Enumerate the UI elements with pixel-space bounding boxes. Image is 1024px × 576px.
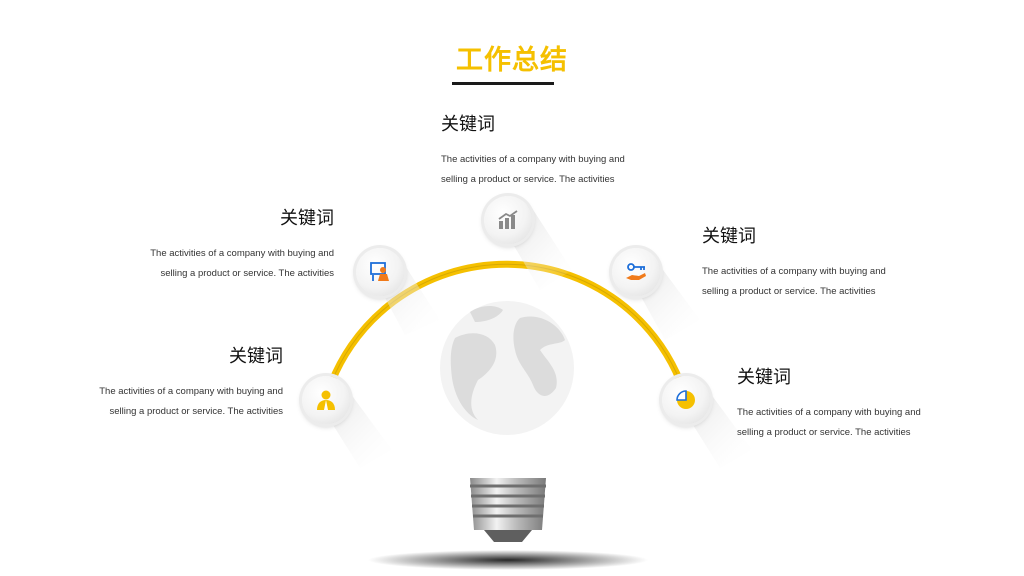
node-upper-right [612,248,660,296]
node-lower-right [662,376,710,424]
text-block-lower-left: 关键词 The activities of a company with buy… [83,342,283,422]
page-title: 工作总结 [452,38,572,85]
user-icon [317,390,335,410]
title-area: 工作总结 [0,38,1024,85]
floor-shadow [368,550,648,570]
description-line: The activities of a company with buying … [441,154,625,165]
description-line: The activities of a company with buying … [702,266,886,277]
bar-chart-icon [498,210,518,229]
node-lower-left [302,376,350,424]
text-block-upper-left: 关键词 The activities of a company with buy… [134,204,334,284]
keyword: 关键词 [441,114,495,135]
keyword: 关键词 [702,226,756,247]
page-title-text: 工作总结 [456,45,568,76]
keyword: 关键词 [280,208,334,229]
pie-chart-icon [676,390,695,409]
description-line: selling a product or service. The activi… [109,406,283,417]
text-block-lower-right: 关键词 The activities of a company with buy… [737,363,937,443]
keyword: 关键词 [737,367,791,388]
bulb-base [470,478,546,542]
bulb-arc-edge [325,263,687,399]
presentation-icon [370,262,389,281]
node-upper-left [356,248,404,296]
description-line: selling a product or service. The activi… [737,427,911,438]
title-underline [452,82,554,85]
description-line: The activities of a company with buying … [99,386,283,397]
description-line: The activities of a company with buying … [150,248,334,259]
hand-key-icon [626,263,646,280]
keyword: 关键词 [229,346,283,367]
text-block-top: 关键词 The activities of a company with buy… [441,110,651,190]
globe-icon [440,301,574,435]
description-line: selling a product or service. The activi… [702,286,876,297]
description-line: The activities of a company with buying … [737,407,921,418]
description-line: selling a product or service. The activi… [441,174,615,185]
text-block-upper-right: 关键词 The activities of a company with buy… [702,222,902,302]
node-top [484,196,532,244]
description-line: selling a product or service. The activi… [160,268,334,279]
